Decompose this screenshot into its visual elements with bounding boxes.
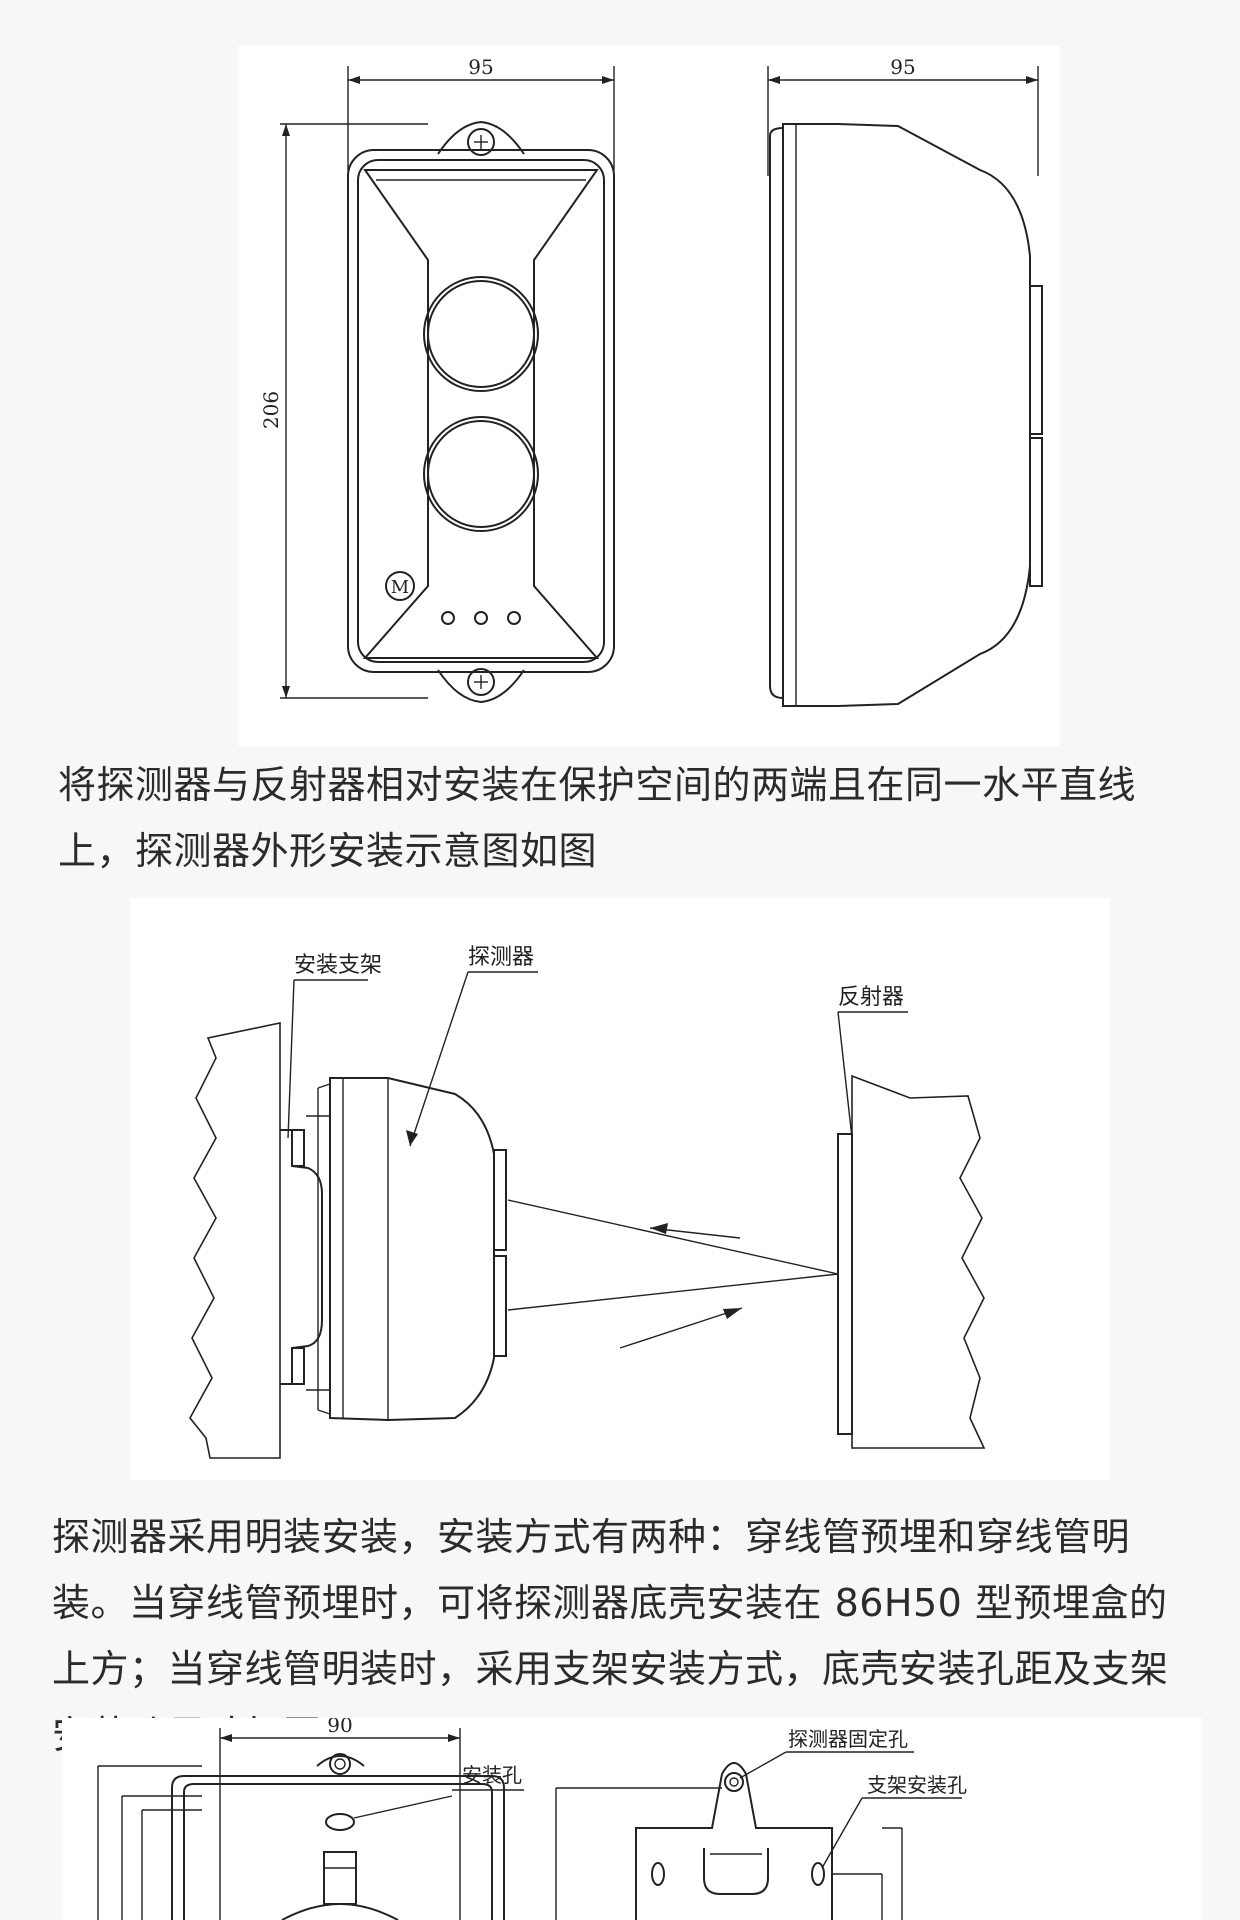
bracket-view: 探测器固定孔 支架安装孔 (555, 1727, 967, 1920)
reflector-leader (837, 1011, 853, 1139)
bracket-leader (287, 979, 295, 1139)
top-screw-icon (329, 1753, 351, 1775)
detector-lens (493, 1149, 507, 1251)
hole-spacing-panel: 90 安装孔 (62, 1718, 1202, 1920)
caption-installation-intro: 将探测器与反射器相对安装在保护空间的两端且在同一水平直线上，探测器外形安装示意图… (58, 763, 1137, 873)
lens-lower (423, 416, 539, 532)
outline-diagram-panel: 95 206 (238, 46, 1060, 746)
detector-fixing-hole (724, 1772, 744, 1792)
side-width-label: 95 (890, 55, 915, 79)
bracket-hole-leader (821, 1797, 863, 1869)
top-ear (316, 1755, 365, 1767)
base-shell-view: 90 安装孔 (97, 1718, 524, 1920)
bracket-hole-left (651, 1862, 665, 1886)
reflector-label: 反射器 (838, 985, 904, 1010)
m-badge-text: M (391, 577, 409, 598)
direction-arrow (619, 1307, 743, 1349)
bracket-slot (703, 1848, 769, 1895)
base-width-label: 90 (327, 1718, 352, 1737)
hole-leader (353, 1795, 453, 1819)
detector-hole-leader (739, 1751, 787, 1779)
hole-spacing-diagram: 90 安装孔 (97, 1718, 967, 1920)
outline-diagram: 95 206 (259, 55, 1043, 707)
bracket-hole-right (811, 1862, 825, 1886)
front-view: 95 206 (259, 55, 615, 704)
front-width-label: 95 (468, 55, 493, 79)
side-view: 95 (767, 55, 1043, 707)
detector-leader (409, 971, 469, 1147)
detector-hole-label: 探测器固定孔 (788, 1727, 908, 1751)
base-shell-outline (171, 1775, 505, 1920)
top-screw-icon (467, 128, 495, 156)
detector-body (329, 1077, 495, 1422)
mounting-hole (325, 1813, 355, 1831)
top-ear (437, 120, 525, 155)
side-lens-bump (1029, 285, 1043, 435)
dim-arrow (282, 686, 290, 698)
dim-arrow (348, 76, 360, 84)
housing-inner (357, 159, 605, 663)
window-shape (362, 169, 600, 659)
detector-lens (493, 1255, 507, 1357)
bottom-ear (437, 669, 525, 704)
installation-diagram-panel: 安装支架 探测器 反射器 (130, 898, 1110, 1480)
m-badge-icon (385, 571, 415, 601)
indicator-dot (507, 611, 521, 625)
right-brick-wall (851, 1074, 986, 1449)
reflector-plate (837, 1133, 853, 1435)
dim-arrow (282, 124, 290, 136)
dim-arrow (768, 76, 780, 84)
bottom-screw-icon (467, 668, 495, 696)
height-label: 206 (259, 391, 283, 429)
indicator-dot (441, 611, 455, 625)
left-brick-wall (189, 1022, 281, 1459)
bracket-label: 安装支架 (294, 953, 382, 978)
detector-label: 探测器 (468, 945, 534, 970)
dim-arrow (1026, 76, 1038, 84)
indicator-dot (474, 611, 488, 625)
connector-block (323, 1851, 357, 1905)
installation-diagram: 安装支架 探测器 反射器 (189, 945, 986, 1459)
bracket-outline (635, 1762, 833, 1920)
housing-outer (347, 149, 615, 673)
light-beam-return (507, 1273, 839, 1311)
dim-arrow (602, 76, 614, 84)
light-beam-out (507, 1199, 839, 1275)
bracket-hole-label: 支架安装孔 (867, 1773, 967, 1797)
side-profile (782, 123, 1031, 707)
mounting-bracket (280, 1129, 323, 1385)
side-lens-bump (1029, 437, 1043, 587)
lens-upper (423, 276, 539, 392)
hole-label: 安装孔 (462, 1763, 522, 1787)
